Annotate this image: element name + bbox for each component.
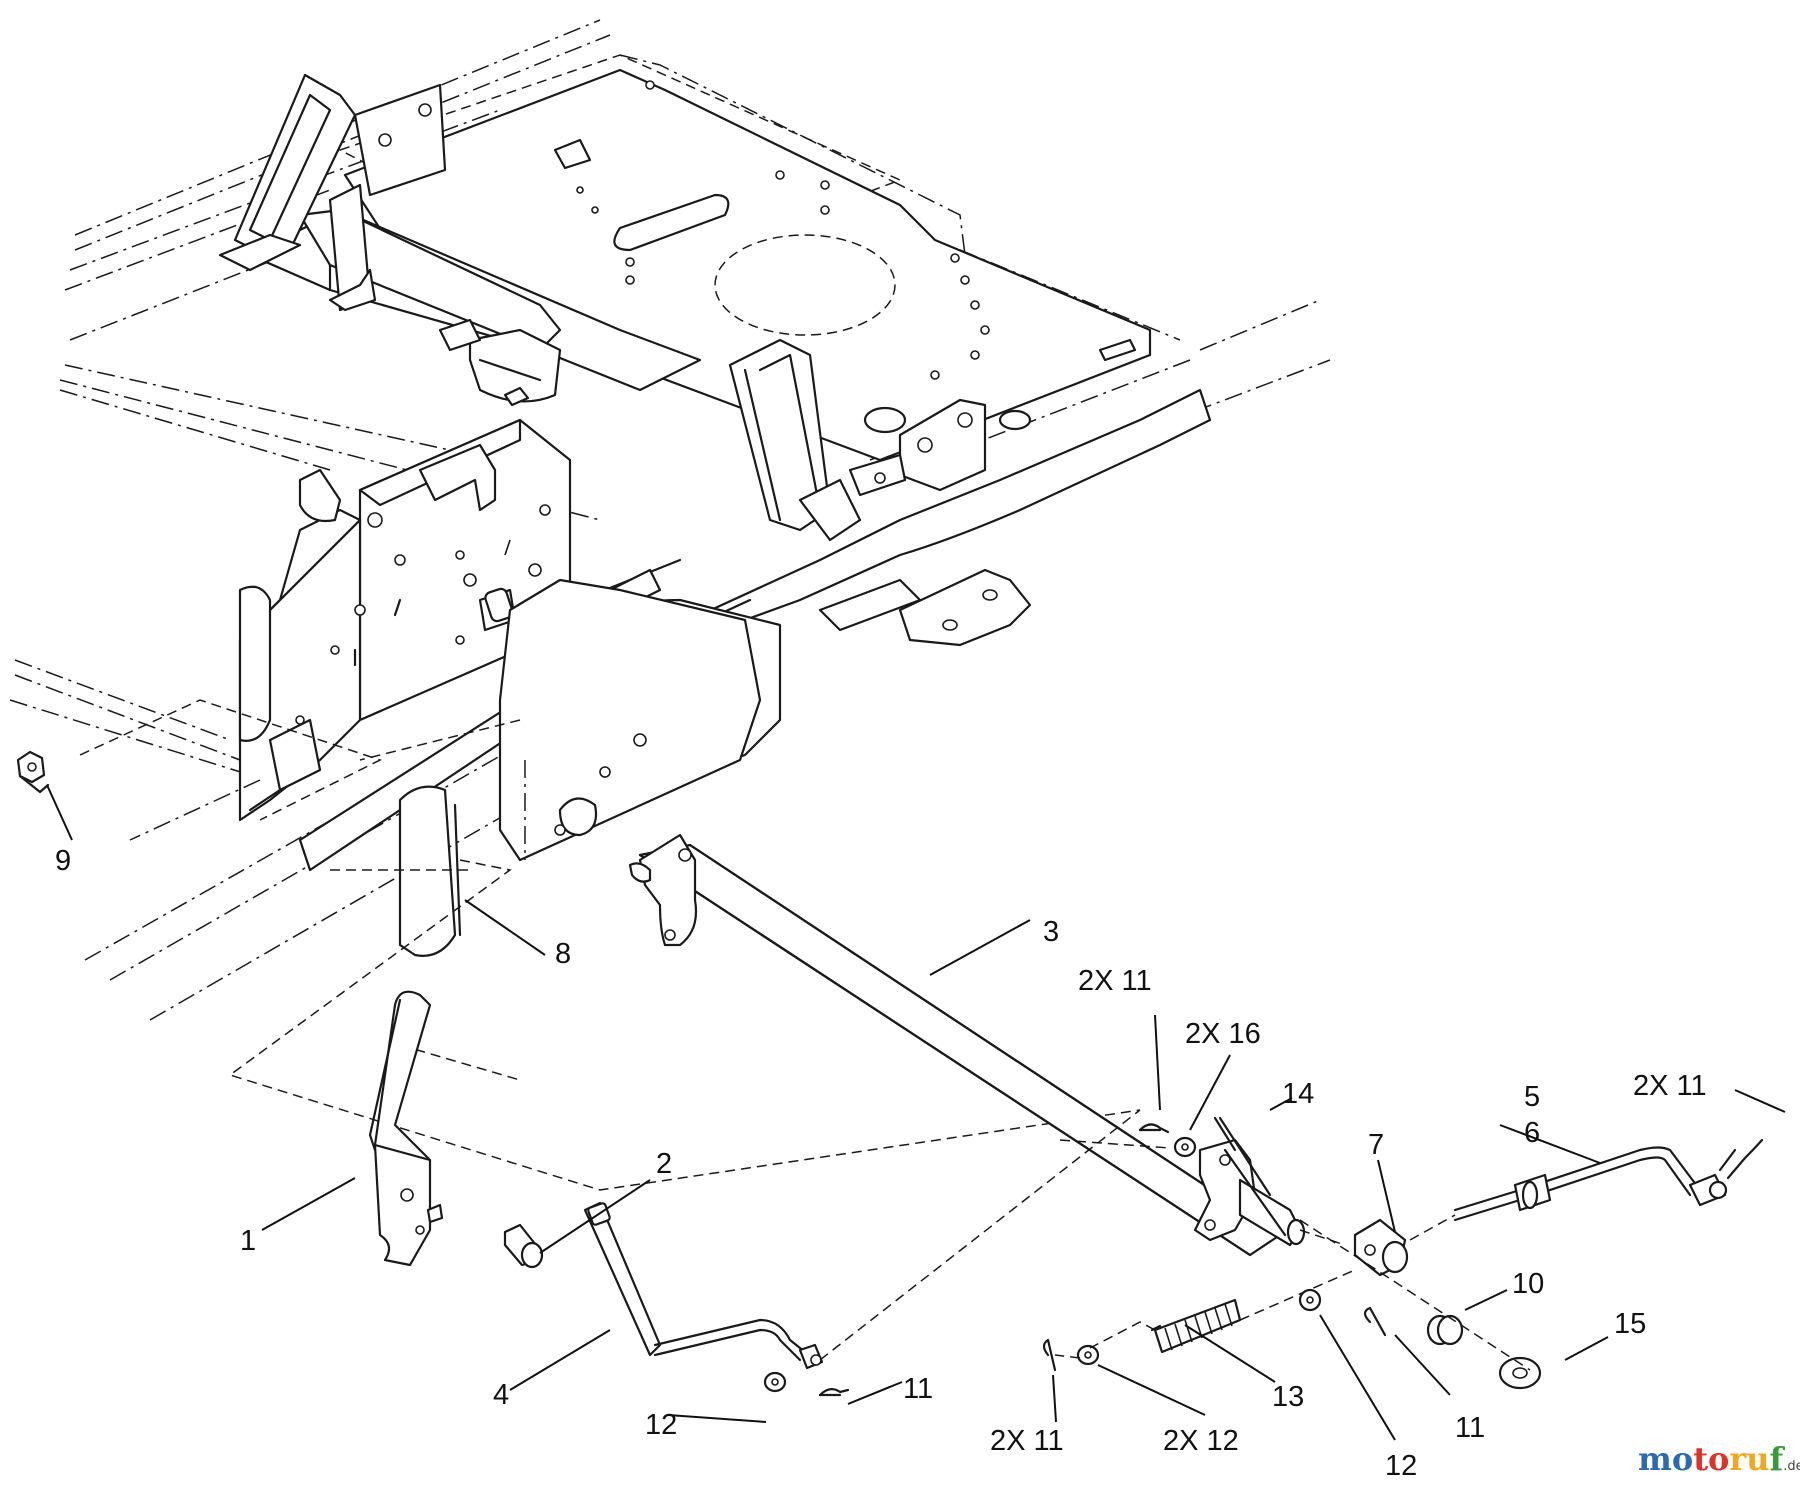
callout-5: 5 bbox=[1524, 1081, 1540, 1113]
callout-3: 3 bbox=[1043, 916, 1059, 948]
brake-rod-5-6 bbox=[1453, 1138, 1764, 1222]
callout-14: 14 bbox=[1282, 1078, 1314, 1110]
logo-part-4: f bbox=[1769, 1440, 1784, 1478]
logo-part-3: ru bbox=[1729, 1440, 1770, 1478]
callout-15: 15 bbox=[1614, 1308, 1646, 1340]
logo-tld: .de bbox=[1783, 1459, 1800, 1474]
logo-part-1: mo bbox=[1638, 1440, 1694, 1478]
callout-6: 6 bbox=[1524, 1117, 1540, 1149]
logo-part-2: to bbox=[1693, 1440, 1730, 1478]
chassis-frame bbox=[9, 19, 1331, 1191]
callout-12-right: 12 bbox=[1385, 1450, 1417, 1482]
callout-11-right: 11 bbox=[1455, 1412, 1485, 1444]
watermark-logo: motoruf.de bbox=[1638, 1440, 1800, 1478]
pedal-arm bbox=[368, 990, 444, 1267]
callout-11-left: 11 bbox=[903, 1373, 933, 1405]
pivot-bolt bbox=[503, 1223, 544, 1269]
hardware-pieces bbox=[763, 1109, 1542, 1397]
linkage-rod-4 bbox=[583, 1201, 824, 1370]
callout-13: 13 bbox=[1272, 1381, 1304, 1413]
callout-2: 2 bbox=[656, 1148, 672, 1180]
callout-4: 4 bbox=[493, 1379, 509, 1411]
callout-2x-11-right: 2X 11 bbox=[1633, 1070, 1707, 1102]
callout-2x-11-bottom: 2X 11 bbox=[990, 1425, 1064, 1457]
spring bbox=[1150, 1298, 1242, 1354]
callout-2x-12: 2X 12 bbox=[1163, 1425, 1239, 1457]
callout-1: 1 bbox=[240, 1225, 256, 1257]
plate-holes bbox=[576, 80, 990, 380]
callout-labels: 1 2 3 4 5 6 7 8 9 10 2X 11 2X 16 14 2X 1… bbox=[55, 845, 1707, 1482]
callout-9: 9 bbox=[55, 845, 71, 877]
callout-2x-16: 2X 16 bbox=[1185, 1018, 1261, 1050]
callout-10: 10 bbox=[1512, 1268, 1544, 1300]
cross-shaft bbox=[628, 833, 1306, 1257]
callout-2x-11-top: 2X 11 bbox=[1078, 965, 1152, 997]
callout-12-left: 12 bbox=[645, 1409, 677, 1441]
callout-8: 8 bbox=[555, 938, 571, 970]
pedal-pad bbox=[398, 785, 457, 957]
callout-7: 7 bbox=[1368, 1129, 1384, 1161]
leader-lines bbox=[46, 784, 1786, 1441]
nut-9 bbox=[16, 750, 50, 794]
